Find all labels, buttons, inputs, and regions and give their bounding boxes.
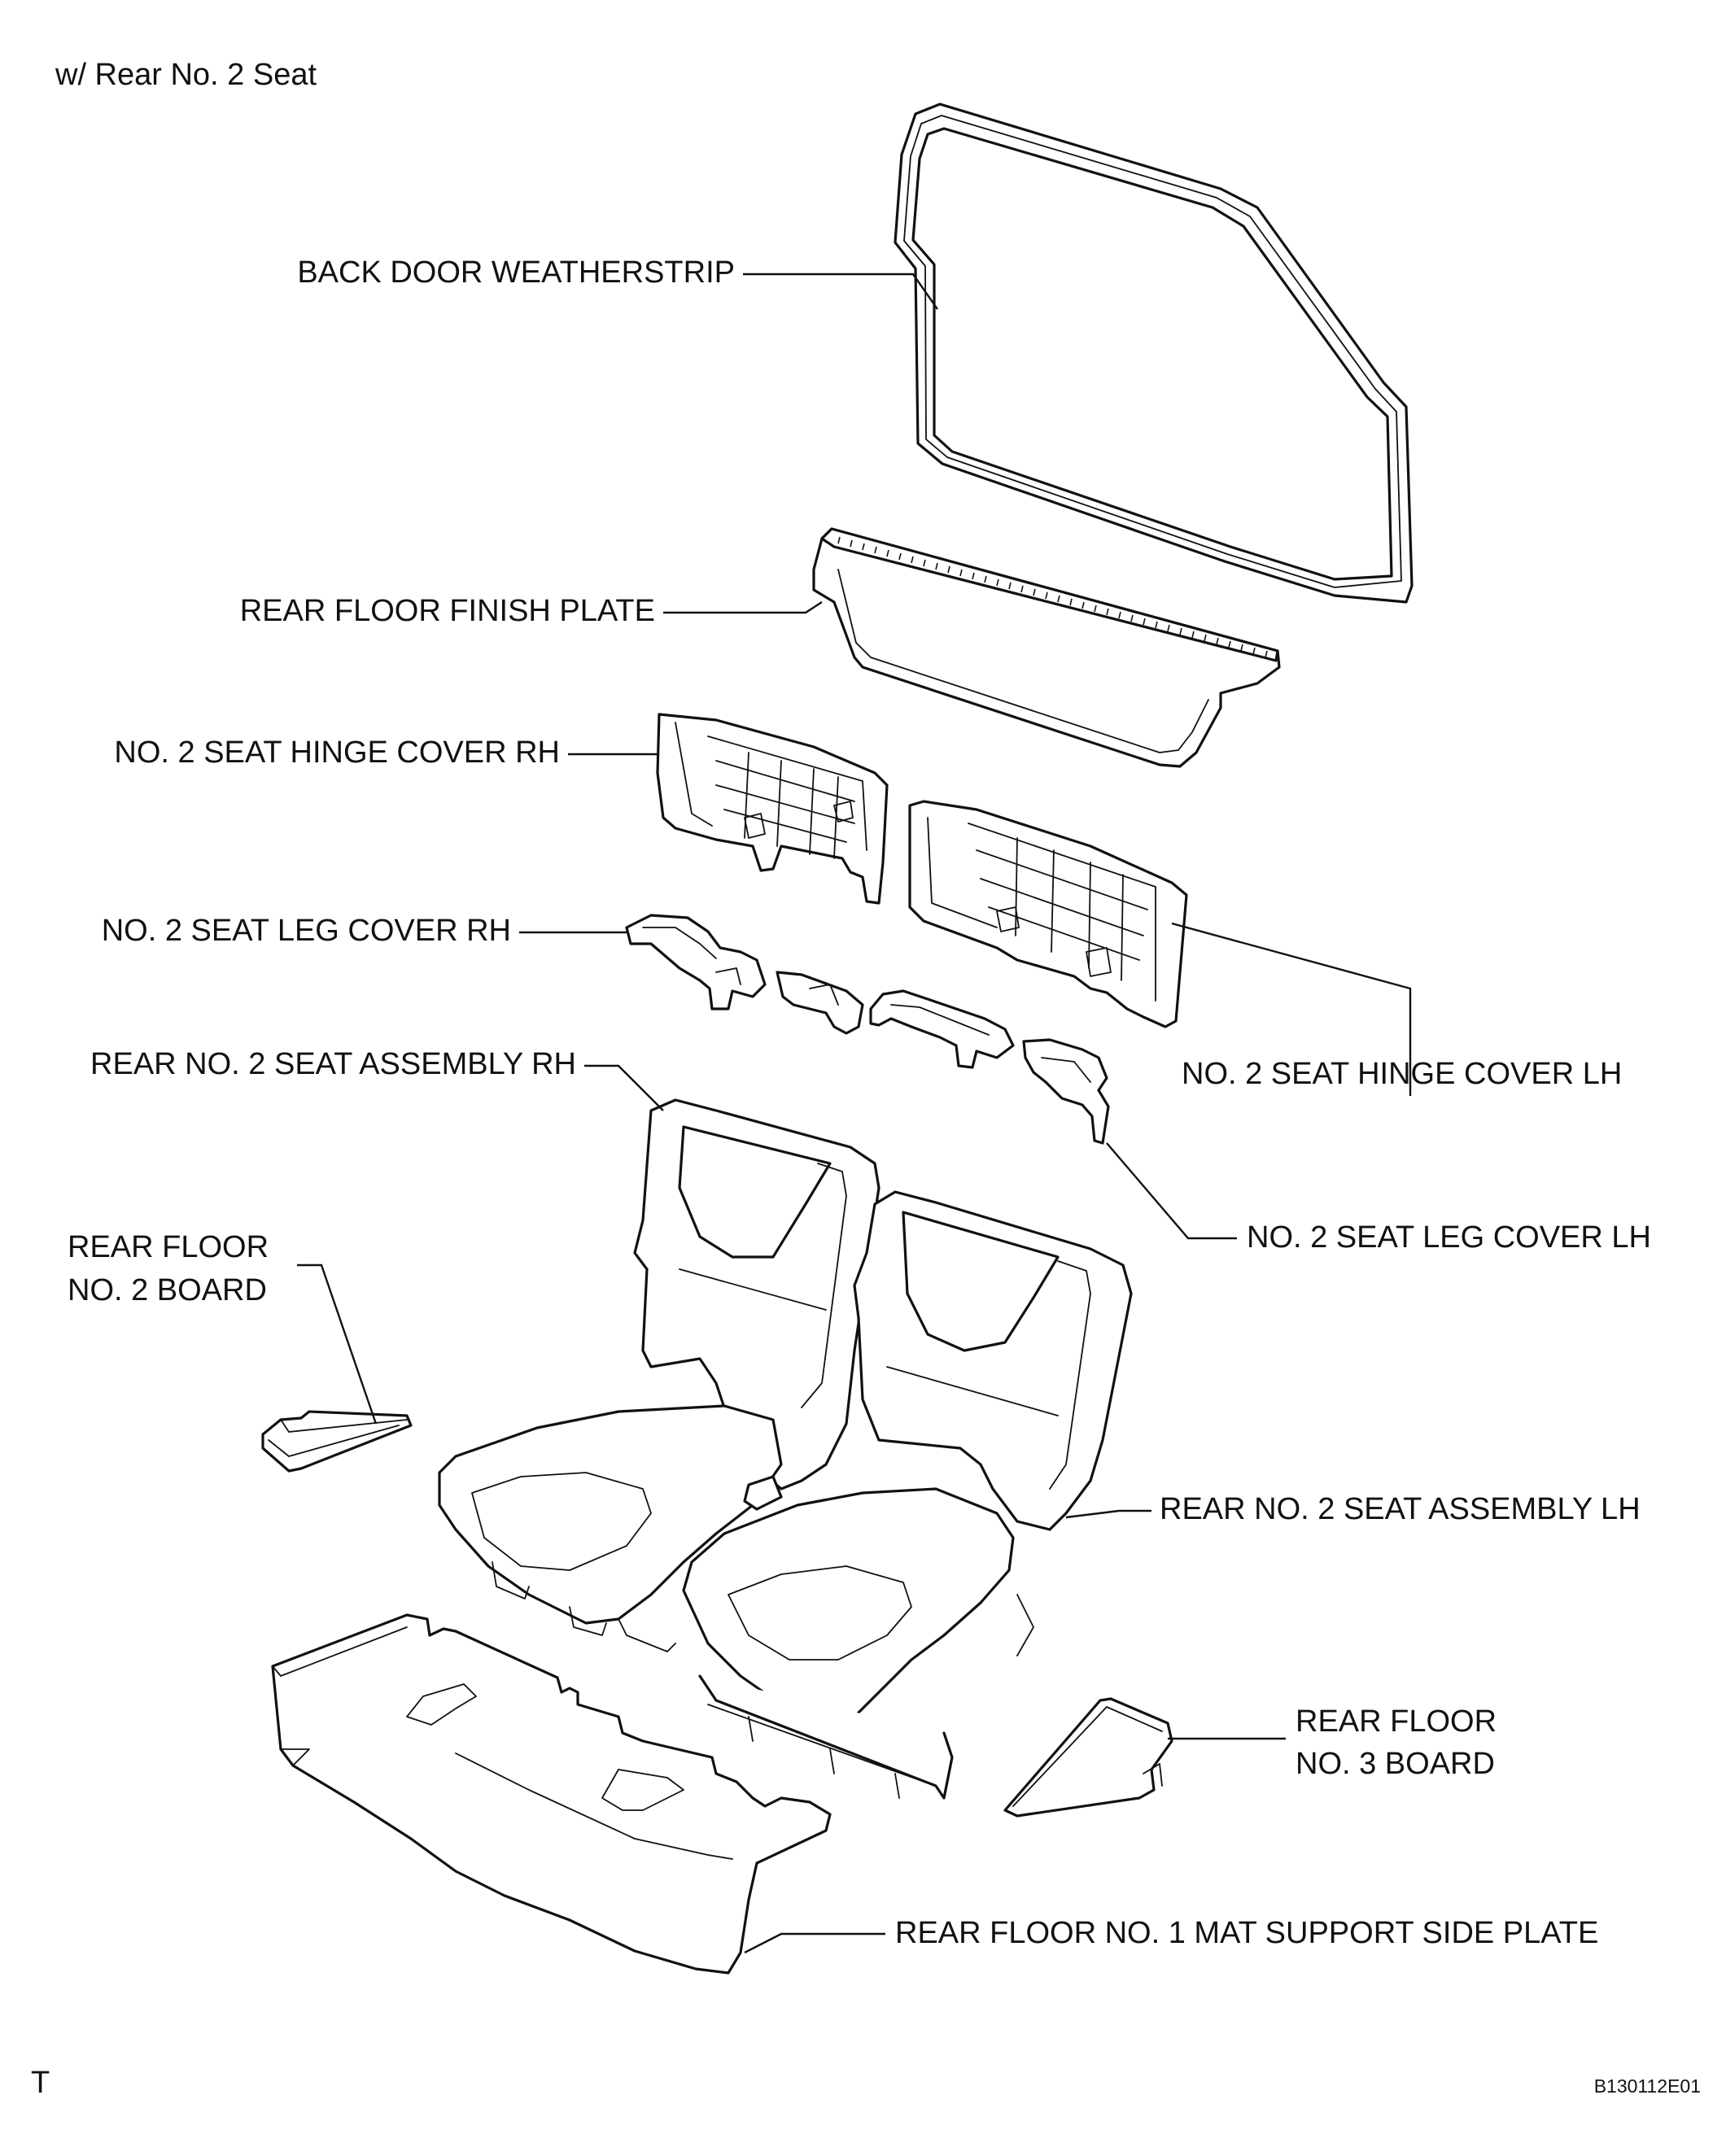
- label-leg-cover-rh: NO. 2 SEAT LEG COVER RH: [102, 914, 511, 948]
- footer-left-mark: T: [31, 2066, 50, 2100]
- label-rear-floor-no2-board-line1: REAR FLOOR: [68, 1230, 269, 1264]
- label-rear-floor-no3-board-line2: NO. 3 BOARD: [1296, 1747, 1495, 1781]
- label-seat-assembly-rh: REAR NO. 2 SEAT ASSEMBLY RH: [90, 1047, 576, 1081]
- label-rear-floor-no3-board-line1: REAR FLOOR: [1296, 1704, 1497, 1739]
- rear-floor-no3-board: [1003, 1697, 1173, 1818]
- label-hinge-cover-rh: NO. 2 SEAT HINGE COVER RH: [114, 735, 560, 770]
- label-mat-support-side-plate: REAR FLOOR NO. 1 MAT SUPPORT SIDE PLATE: [895, 1916, 1598, 1950]
- label-leg-cover-lh: NO. 2 SEAT LEG COVER LH: [1247, 1220, 1651, 1255]
- label-hinge-cover-lh: NO. 2 SEAT HINGE COVER LH: [1182, 1057, 1622, 1091]
- seat-assembly-rh: [438, 1098, 880, 1652]
- leader-lines: [297, 273, 1412, 1954]
- label-seat-assembly-lh: REAR NO. 2 SEAT ASSEMBLY LH: [1160, 1492, 1641, 1526]
- leg-cover-rh: [625, 914, 864, 1035]
- label-back-door-weatherstrip: BACK DOOR WEATHERSTRIP: [297, 255, 735, 290]
- label-rear-floor-finish-plate: REAR FLOOR FINISH PLATE: [240, 594, 655, 628]
- diagram-header: w/ Rear No. 2 Seat: [55, 58, 317, 92]
- rear-floor-finish-plate: [812, 527, 1281, 768]
- label-rear-floor-no2-board-line2: NO. 2 BOARD: [68, 1273, 267, 1307]
- figure-code: B130112E01: [1594, 2075, 1701, 2097]
- back-door-weatherstrip: [894, 103, 1414, 604]
- seat-assembly-lh: [682, 1190, 1133, 1800]
- rear-floor-no2-board: [261, 1410, 413, 1473]
- hinge-cover-rh: [656, 713, 889, 905]
- leg-cover-lh: [869, 989, 1110, 1145]
- mat-support-side-plate: [271, 1613, 832, 1975]
- hinge-cover-lh: [908, 800, 1188, 1028]
- part-labels: BACK DOOR WEATHERSTRIP REAR FLOOR FINISH…: [68, 255, 1651, 1950]
